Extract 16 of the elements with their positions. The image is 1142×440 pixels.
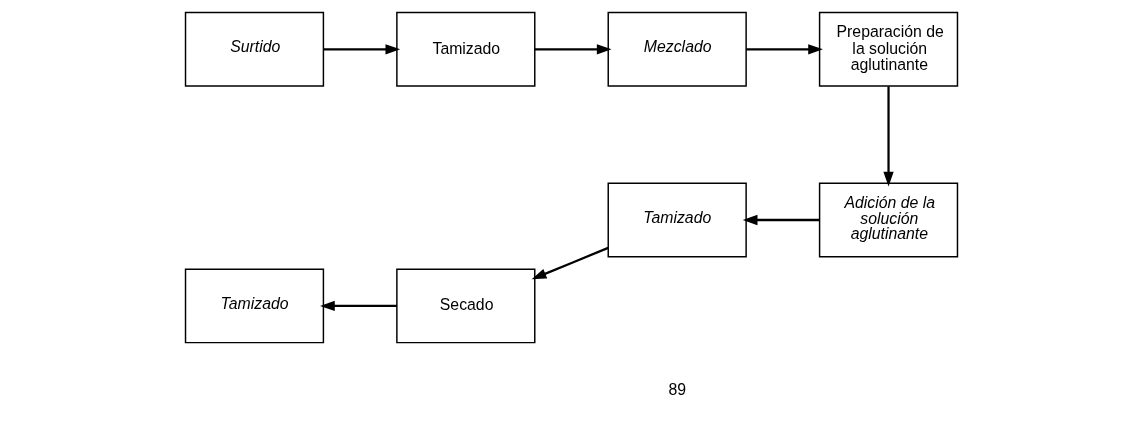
node-box: Tamizado (607, 182, 747, 258)
arrow (882, 86, 894, 187)
node-box: Surtido (184, 11, 324, 87)
node-box: Tamizado (184, 268, 324, 344)
arrow (323, 44, 400, 55)
node-box: Preparación de la solución aglutinante (818, 11, 958, 87)
node-box: Secado (395, 268, 535, 344)
arrow (742, 214, 819, 226)
arrow (745, 44, 823, 55)
arrow (534, 44, 612, 55)
arrow (531, 246, 609, 280)
arrow (319, 300, 397, 312)
node-box: Adición de la solución aglutinante (818, 182, 958, 258)
label: 89 (667, 380, 686, 398)
node-box: Mezclado (607, 11, 747, 87)
node-box: Tamizado (395, 11, 535, 87)
